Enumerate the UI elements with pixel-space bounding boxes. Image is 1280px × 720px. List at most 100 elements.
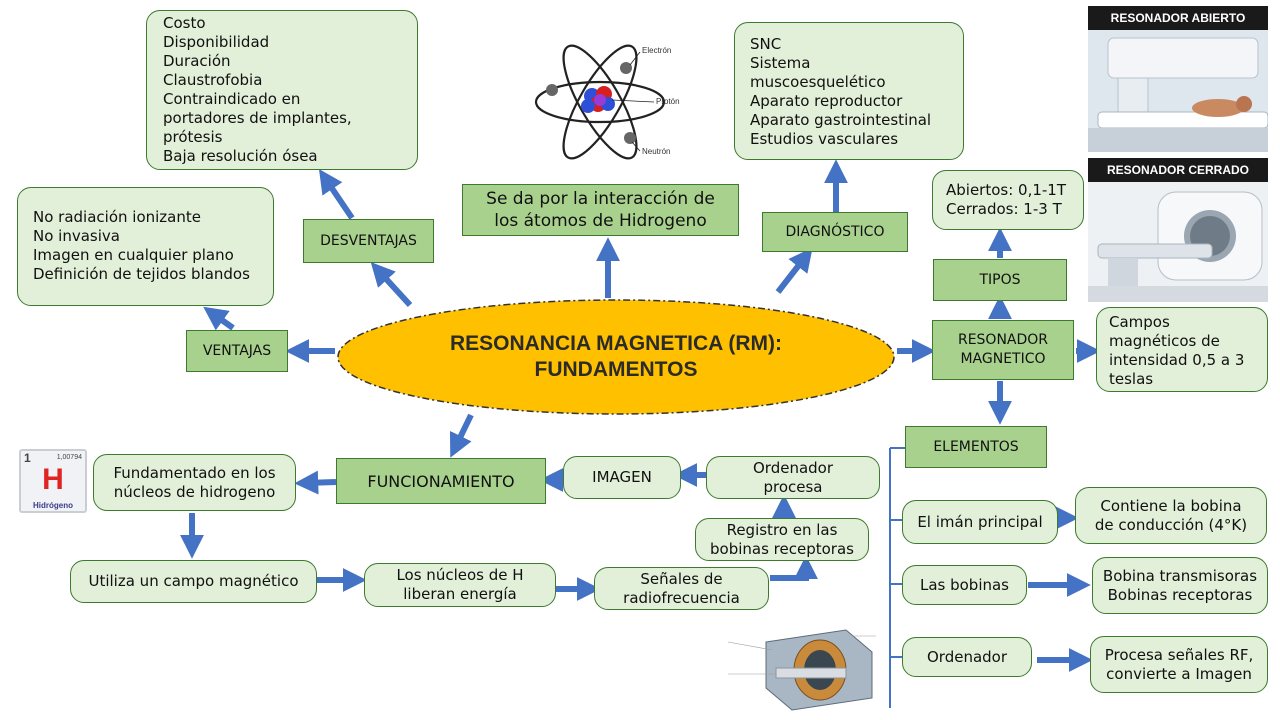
desventaja-item: Contraindicado en xyxy=(163,90,301,108)
nucleos-line: liberan energía xyxy=(403,585,517,603)
campos-line: teslas xyxy=(1109,370,1154,388)
elementos-bracket xyxy=(889,447,905,708)
diagnostico-list: SNC Sistema muscoesquelético Aparato rep… xyxy=(734,22,964,160)
hydrogen-mass: 1,00794 xyxy=(56,454,82,461)
desventaja-item: Duración xyxy=(163,52,231,70)
arrow-to-registro xyxy=(770,555,818,581)
desventajas-label: DESVENTAJAS xyxy=(303,219,434,263)
ordenador-element-desc: Procesa señales RF, convierte a Imagen xyxy=(1090,636,1268,693)
registro-box: Registro en las bobinas receptoras xyxy=(695,518,869,561)
electron-dot xyxy=(546,84,558,96)
diagnostico-item: SNC xyxy=(750,35,782,53)
diagnostico-item: Aparato reproductor xyxy=(750,92,903,110)
orbit xyxy=(562,44,638,160)
imagen-box: IMAGEN xyxy=(563,456,681,499)
hydrogen-number: 1 xyxy=(24,451,31,465)
elementos-label: ELEMENTOS xyxy=(905,426,1047,468)
bobinas-desc-line: Bobina transmisoras xyxy=(1102,566,1258,585)
arrow-to-ventajas-list xyxy=(203,306,235,331)
ventaja-item: No invasiva xyxy=(33,227,120,245)
interaccion-line: los átomos de Hidrogeno xyxy=(494,211,707,231)
electron-dot xyxy=(620,62,632,74)
diagnostico-item: muscoesquelético xyxy=(750,73,886,91)
bobinas-desc-line: Bobinas receptoras xyxy=(1107,585,1253,604)
senales-line: Señales de xyxy=(640,569,723,588)
campos-line: magnéticos de xyxy=(1109,332,1220,350)
orbit xyxy=(562,44,638,160)
ordenador-procesa-line: Ordenador xyxy=(752,458,834,477)
ventaja-item: No radiación ionizante xyxy=(33,208,201,226)
fundamentado-box: Fundamentado en los núcleos de hidrogeno xyxy=(93,454,296,511)
iman-desc-line: Contiene la bobina xyxy=(1100,496,1242,515)
arrow-to-fundamentado xyxy=(294,470,337,495)
senales-box: Señales de radiofrecuencia xyxy=(594,567,769,610)
electron-dot xyxy=(624,132,636,144)
funcionamiento-label: FUNCIONAMIENTO xyxy=(336,458,546,504)
desventaja-item: prótesis xyxy=(163,128,223,146)
interaccion-box: Se da por la interacción de los átomos d… xyxy=(462,184,739,236)
ordenador-procesa-box: Ordenador procesa xyxy=(706,456,880,499)
diagnostico-item: Aparato gastrointestinal xyxy=(750,111,932,129)
arrows xyxy=(180,159,1101,672)
fundamentado-line: Fundamentado en los xyxy=(113,463,276,482)
ordenador-element-label: Ordenador xyxy=(902,637,1032,677)
iman-label: El imán principal xyxy=(902,500,1058,544)
desventaja-item: portadores de implantes, xyxy=(163,109,352,127)
electron-label: Electrón xyxy=(642,46,672,55)
tipos-label: TIPOS xyxy=(933,259,1067,301)
campos-box: Campos magnéticos de intensidad 0,5 a 3 … xyxy=(1096,307,1268,392)
diagnostico-item: Estudios vasculares xyxy=(750,130,899,148)
nucleos-line: Los núcleos de H xyxy=(396,566,524,584)
orbit xyxy=(534,80,666,124)
nucleus xyxy=(581,86,615,113)
resonador-label: RESONADOR MAGNETICO xyxy=(932,320,1074,380)
arrow-to-desventajas-list xyxy=(318,169,355,220)
hydrogen-symbol: H xyxy=(42,463,64,496)
diagnostico-label: DIAGNÓSTICO xyxy=(762,212,908,252)
ventajas-list: No radiación ionizante No invasiva Image… xyxy=(17,187,274,306)
fundamentado-line: núcleos de hidrogeno xyxy=(113,482,276,501)
hydrogen-name: Hidrógeno xyxy=(33,501,73,510)
tipos-list: Abiertos: 0,1-1T Cerrados: 1-3 T xyxy=(932,170,1084,230)
open-resonator-photo xyxy=(1088,30,1268,152)
diagnostico-item: Sistema xyxy=(750,54,811,72)
bobinas-desc: Bobina transmisoras Bobinas receptoras xyxy=(1092,557,1268,614)
registro-line: Registro en las xyxy=(726,520,838,539)
desventaja-item: Claustrofobia xyxy=(163,71,263,89)
iman-desc-line: de conducción (4°K) xyxy=(1094,515,1248,534)
bobinas-label: Las bobinas xyxy=(902,565,1027,605)
neutron-label: Neutrón xyxy=(642,147,671,156)
hydrogen-tile: 1 1,00794 H Hidrógeno xyxy=(19,449,87,513)
campos-line: Campos xyxy=(1109,313,1170,331)
ventajas-label: VENTAJAS xyxy=(186,330,288,372)
photo-caption-open: RESONADOR ABIERTO xyxy=(1088,6,1268,30)
ventaja-item: Definición de tejidos blandos xyxy=(33,265,250,283)
iman-desc: Contiene la bobina de conducción (4°K) xyxy=(1075,487,1267,544)
ordenador-desc-line: convierte a Imagen xyxy=(1106,664,1252,683)
ordenador-procesa-line: procesa xyxy=(763,477,823,496)
desventaja-item: Baja resolución ósea xyxy=(163,147,318,165)
photo-caption-closed: RESONADOR CERRADO xyxy=(1088,158,1268,182)
desventajas-list: Costo Disponibilidad Duración Claustrofo… xyxy=(146,10,418,170)
ventaja-item: Imagen en cualquier plano xyxy=(33,246,234,264)
closed-resonator-photo xyxy=(1088,182,1268,302)
campos-line: intensidad 0,5 a 3 xyxy=(1109,351,1245,369)
central-ellipse xyxy=(337,299,895,415)
senales-line: radiofrecuencia xyxy=(623,588,740,607)
proton-label: Protón xyxy=(656,97,680,106)
resonador-line: RESONADOR xyxy=(957,332,1049,348)
central-title: RESONANCIA MAGNETICA (RM): FUNDAMENTOS xyxy=(336,298,896,416)
arrow-to-diagnostico xyxy=(775,247,813,294)
registro-line: bobinas receptoras xyxy=(710,539,854,558)
title-line2: FUNDAMENTOS xyxy=(534,358,698,381)
interaccion-line: Se da por la interacción de xyxy=(486,189,715,209)
atom-diagram xyxy=(534,44,666,160)
nucleos-box: Los núcleos de H liberan energía xyxy=(364,563,556,607)
resonador-line: MAGNETICO xyxy=(960,351,1046,367)
desventaja-item: Costo xyxy=(163,14,206,32)
scanner-cutaway-illustration xyxy=(722,622,882,714)
campo-magnetico-box: Utiliza un campo magnético xyxy=(70,560,317,603)
title-line1: RESONANCIA MAGNETICA (RM): xyxy=(449,332,783,355)
arrow-to-desventajas xyxy=(370,262,413,308)
